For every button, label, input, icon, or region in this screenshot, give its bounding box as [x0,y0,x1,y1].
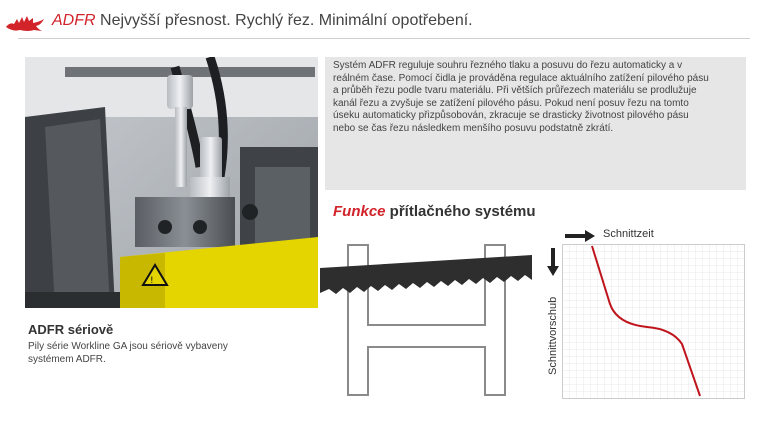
saw-blade [320,255,532,294]
tagline: Nejvyšší přesnost. Rychlý řez. Minimální… [100,12,473,29]
function-title: Funkce přítlačného systému [333,203,536,220]
feed-time-graph [562,244,745,399]
series-description: Pily série Workline GA jsou sériově vyba… [28,341,228,365]
header: ADFR Nejvyšší přesnost. Rychlý řez. Mini… [0,0,776,42]
dragon-logo-icon [6,16,44,31]
page-heading: ADFR Nejvyšší přesnost. Rychlý řez. Mini… [52,10,473,32]
feed-curve [591,245,701,397]
svg-text:!: ! [150,276,154,286]
y-axis-label: Schnittvorschub [547,296,559,375]
brand-name: ADFR [52,12,96,29]
arrow-down-icon [547,248,559,276]
series-title: ADFR sériově [28,322,114,337]
pressure-system-diagram [320,244,532,396]
x-axis-label: Schnittzeit [603,228,654,240]
arrow-right-icon [565,230,595,242]
intro-panel: Systém ADFR reguluje souhru řezného tlak… [325,57,746,190]
header-divider [18,38,750,39]
intro-text: Systém ADFR reguluje souhru řezného tlak… [333,60,709,134]
function-title-rest: přítlačného systému [385,203,536,220]
function-title-accent: Funkce [333,203,386,220]
adfr-sensor-photo: ! [25,57,318,308]
